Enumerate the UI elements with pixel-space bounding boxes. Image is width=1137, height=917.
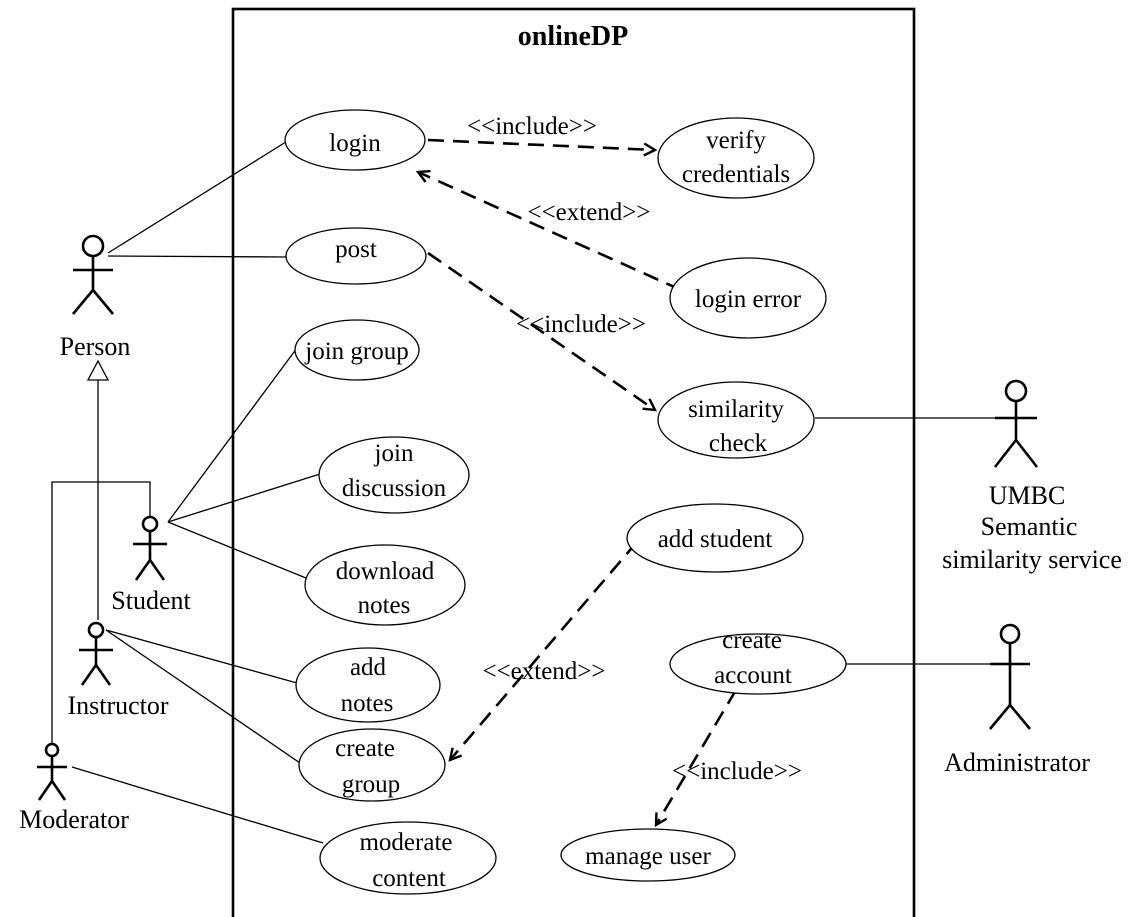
use-case-moderate-content: moderate content (319, 821, 497, 895)
include-label-post: <<include>> (516, 311, 646, 338)
use-case-label: add student (658, 526, 773, 553)
actor-label: Moderator (19, 805, 129, 834)
use-case-label: notes (358, 592, 411, 619)
use-case-label: post (335, 236, 377, 263)
actor-head (44, 742, 60, 758)
use-case-label: check (709, 430, 768, 457)
association-lines (51, 139, 995, 844)
use-case-label: notes (341, 690, 394, 717)
use-case-label: download (336, 558, 435, 585)
use-case-label: create (722, 627, 782, 654)
use-case-label: login error (695, 286, 802, 313)
actor-person: Person (60, 234, 131, 361)
extend-label-login-error: <<extend>> (527, 199, 650, 226)
actor-label: Student (111, 586, 191, 615)
stereotype-labels: <<include>> <<extend>> <<include>> <<ext… (467, 113, 802, 785)
use-case-label: discussion (342, 475, 447, 502)
use-case-download-notes: download notes (304, 544, 466, 626)
actor-label: Administrator (944, 748, 1090, 777)
actor-umbc-semantic-similarity-service: UMBC Semantic similarity service (942, 379, 1122, 574)
use-case-label: group (342, 771, 400, 798)
actor-label: Semantic (981, 512, 1078, 541)
use-case-label: content (372, 865, 446, 892)
use-case-login: login (284, 109, 426, 171)
system-boundary (231, 7, 916, 917)
use-case-create-group: create group (298, 728, 446, 802)
actor-administrator: Administrator (944, 623, 1090, 777)
use-case-label: join group (304, 338, 408, 365)
actor-student: Student (111, 515, 191, 615)
actor-head (999, 623, 1021, 645)
actor-head (1004, 379, 1028, 403)
actor-label: Instructor (67, 691, 168, 720)
actor-head (141, 515, 159, 533)
use-case-login-error: login error (669, 257, 827, 339)
actor-instructor: Instructor (67, 621, 169, 720)
use-case-add-student: add student (626, 503, 804, 573)
generalization-arrowhead (86, 359, 110, 381)
use-case-label: moderate (359, 829, 452, 856)
use-case-label: login (329, 130, 381, 157)
include-label-account: <<include>> (672, 758, 802, 785)
actor-label: UMBC (989, 481, 1066, 510)
use-case-label: account (714, 662, 792, 689)
use-case-post: post (285, 227, 427, 285)
use-case-join-discussion: join discussion (318, 436, 470, 514)
use-case-similarity-check: similarity check (657, 381, 815, 459)
use-case-label: create (335, 735, 395, 762)
actor-label: Person (60, 332, 131, 361)
use-case-label: credentials (682, 161, 790, 188)
use-case-add-notes: add notes (295, 647, 441, 723)
use-case-join-group: join group (294, 319, 420, 381)
use-case-label: join (374, 440, 414, 467)
actor-moderator: Moderator (19, 742, 129, 834)
use-case-verify-credentials: verify credentials (657, 117, 815, 199)
use-case-label: add (350, 654, 387, 681)
use-case-label: similarity (688, 396, 784, 423)
dependency-arrows (418, 138, 738, 825)
actor-head (87, 621, 105, 639)
use-case-label: verify (706, 127, 766, 154)
use-case-create-account: create account (669, 627, 847, 695)
extend-label-add-student: <<extend>> (482, 658, 605, 685)
actor-head (81, 234, 105, 258)
system-title: onlineDP (518, 21, 628, 52)
use-case-manage-user: manage user (560, 828, 736, 882)
actor-label: similarity service (942, 545, 1122, 574)
include-label-login: <<include>> (467, 113, 597, 140)
use-case-label: manage user (585, 843, 711, 870)
